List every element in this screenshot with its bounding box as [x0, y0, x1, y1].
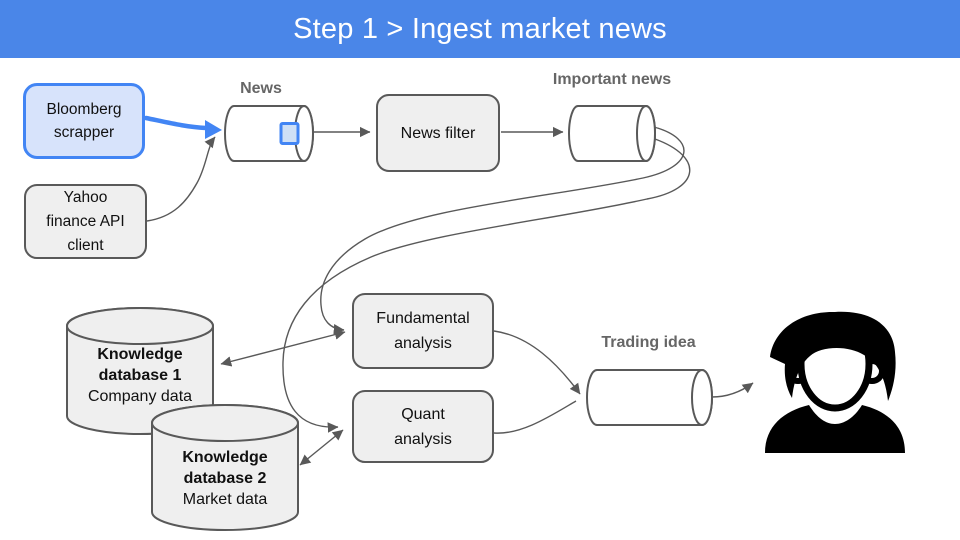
connector-db1-fundamental: [220, 329, 346, 367]
news-filter-label: News filter: [400, 124, 476, 142]
fundamental-analysis-label: Fundamental analysis: [376, 310, 470, 352]
trader-person-icon: [765, 311, 905, 453]
database-2-title: Knowledge database 2: [182, 449, 268, 487]
connector-important-news-to-quant: [282, 138, 691, 433]
database-1-title: Knowledge database 1: [97, 346, 183, 384]
database-1-subtitle: Company data: [87, 388, 193, 405]
connector-fundamental-to-trading-idea: [493, 330, 581, 395]
bloomberg-arrowhead: [205, 120, 222, 139]
connector-trading-idea-to-person: [711, 382, 754, 398]
database-2-cylinder[interactable]: [151, 404, 299, 531]
connector-yahoo-to-news: [146, 136, 216, 222]
connector-db2-quant: [299, 429, 344, 466]
page-title: Step 1 > Ingest market news: [293, 12, 667, 45]
title-bar: Step 1 > Ingest market news: [0, 0, 960, 58]
important-news-queue-label: Important news: [552, 71, 672, 88]
database-1-text: Knowledge database 1 Company data: [73, 344, 207, 407]
news-filter-node[interactable]: News filter: [376, 94, 500, 172]
yahoo-finance-label: Yahoo finance API client: [46, 188, 125, 254]
queue-news-cylinder[interactable]: [224, 105, 314, 162]
person-body: [765, 405, 905, 453]
connector-important-news-to-fundamental: [320, 126, 685, 335]
yahoo-finance-node[interactable]: Yahoo finance API client: [24, 184, 147, 259]
news-queue-label: News: [240, 80, 282, 97]
bloomberg-scrapper-node[interactable]: Bloomberg scrapper: [23, 83, 145, 159]
queue-message-icon: [279, 122, 300, 145]
trading-idea-queue-label: Trading idea: [601, 334, 696, 351]
queue-important-news-cylinder[interactable]: [568, 105, 656, 162]
connector-quant-to-trading-idea: [493, 400, 577, 434]
database-2-text: Knowledge database 2 Market data: [158, 447, 292, 510]
database-1-cylinder[interactable]: [66, 307, 214, 435]
bloomberg-scrapper-label: Bloomberg scrapper: [46, 101, 122, 141]
connector-bloomberg-to-news: [143, 115, 209, 131]
queue-trading-idea-cylinder[interactable]: [586, 369, 713, 426]
quant-analysis-node[interactable]: Quant analysis: [352, 390, 494, 463]
quant-analysis-label: Quant analysis: [394, 405, 452, 448]
fundamental-analysis-node[interactable]: Fundamental analysis: [352, 293, 494, 369]
person-hair: [770, 311, 896, 401]
database-2-subtitle: Market data: [182, 491, 268, 508]
